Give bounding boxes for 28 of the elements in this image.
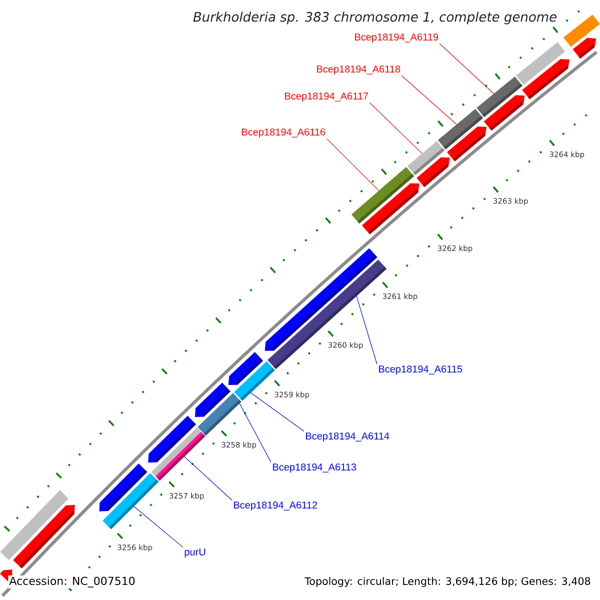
leader-line (369, 102, 422, 154)
gene-bar (438, 108, 484, 150)
gene-bar (102, 473, 159, 530)
summary-text: Topology: circular; Length: 3,694,126 bp; Genes: 3,408 (304, 576, 592, 588)
leader-line (439, 43, 494, 94)
gene-label: Bcep18194_A6114 (306, 432, 390, 442)
leader-line (184, 456, 232, 501)
leader-line (250, 392, 304, 432)
leader-line (356, 295, 378, 365)
gene-bar (198, 393, 242, 436)
leader-line (134, 506, 184, 548)
gene-label: Bcep18194_A6112 (234, 501, 318, 511)
gene-bar (407, 141, 444, 176)
accession-text: Accession: NC_007510 (8, 576, 136, 588)
gene-label: Bcep18194_A6118 (317, 65, 400, 75)
leader-line (401, 75, 457, 125)
gene-label: Bcep18194_A6119 (355, 33, 438, 43)
gene-bar (351, 166, 414, 224)
title: Burkholderia sp. 383 chromosome 1, complete genome (193, 12, 556, 24)
gene-label: Bcep18194_A6113 (273, 463, 356, 473)
leader-line (239, 403, 272, 463)
gene-label: Bcep18194_A6116 (242, 128, 326, 138)
gene-bar (476, 76, 522, 118)
gene-label: Bcep18194_A6117 (285, 92, 368, 102)
gene-label: purU (184, 548, 206, 558)
gene-bar (234, 361, 275, 401)
leader-line (326, 138, 380, 192)
gene-label: Bcep18194_A6115 (379, 365, 462, 375)
